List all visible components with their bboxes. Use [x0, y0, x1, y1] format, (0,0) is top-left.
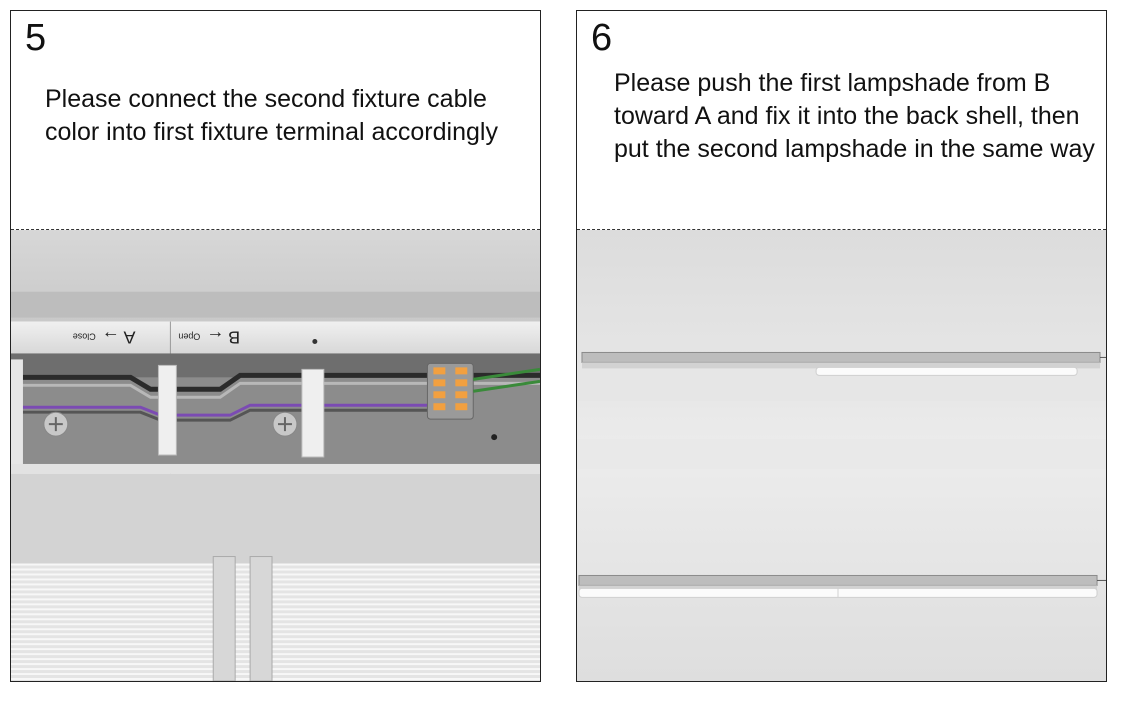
step-6-panel: 6 Please push the first lampshade from B…	[576, 10, 1107, 682]
label-a: A	[124, 328, 136, 348]
dashed-divider	[11, 229, 540, 230]
label-b-arrow: ←	[206, 328, 224, 348]
step-number: 5	[25, 17, 47, 59]
step-5-photo: A → Close B ← Open	[11, 230, 540, 681]
fixture-bottom	[578, 574, 1106, 598]
step-number: 6	[591, 17, 613, 59]
fixture-top	[581, 351, 1106, 376]
step-instruction: Please push the first lampshade from B t…	[614, 69, 1095, 163]
label-a-word: Close	[73, 332, 96, 342]
step-instruction: Please connect the second fixture cable …	[45, 85, 498, 146]
lampshade-assembly-illustration	[577, 230, 1106, 681]
step-5-panel: 5 Please connect the second fixture cabl…	[10, 10, 541, 682]
label-b-word: Open	[178, 332, 200, 342]
dashed-divider	[577, 229, 1106, 230]
label-b: B	[228, 328, 240, 348]
fixture-wiring-illustration: A → Close B ← Open	[11, 230, 540, 681]
step-6-photo	[577, 230, 1106, 681]
label-a-arrow: →	[102, 328, 120, 348]
